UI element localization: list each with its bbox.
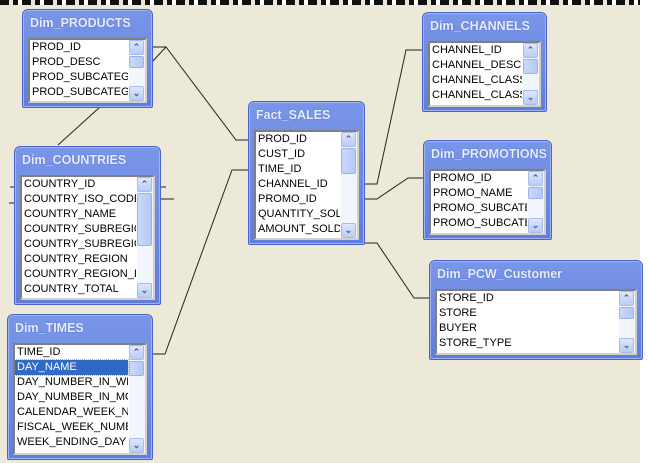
field-item[interactable]: CHANNEL_ID <box>432 44 502 56</box>
field-item[interactable]: PROD_ID <box>32 41 81 53</box>
relationship-line[interactable] <box>362 49 422 185</box>
field-list[interactable]: PROD_ID PROD_DESC PROD_SUBCATEGOR PROD_SUBC… <box>28 38 147 103</box>
relationship-line[interactable] <box>151 46 167 63</box>
field-item[interactable]: PROMO_SUBCATEG <box>433 217 527 229</box>
scroll-thumb[interactable] <box>129 361 144 377</box>
field-list[interactable]: PROD_ID CUST_ID TIME_ID CHANNEL_ID PROMO_ID Q… <box>254 130 359 240</box>
field-item[interactable]: COUNTRY_NAME <box>24 208 117 220</box>
field-item[interactable]: CALENDAR_WEEK_NUM <box>17 406 128 418</box>
field-item[interactable]: CHANNEL_CLASS <box>432 74 522 86</box>
field-item[interactable]: AMOUNT_SOLD <box>258 223 340 235</box>
field-item[interactable]: BUYER <box>439 322 477 334</box>
field-item[interactable]: WEEK_ENDING_DAY <box>17 436 127 448</box>
field-item[interactable]: PROMO_ID <box>258 193 317 205</box>
table-times[interactable]: Dim_TIMES TIME_IDDAY_NAMEDAY_NUMBER_IN_WE… <box>7 314 153 460</box>
field-item[interactable]: CHANNEL_DESC <box>432 59 522 71</box>
table-title[interactable]: Dim_TIMES <box>15 321 84 335</box>
field-item[interactable]: STORE <box>439 307 477 319</box>
field-item[interactable]: COUNTRY_SUBREGION <box>24 223 136 235</box>
scroll-thumb[interactable] <box>619 307 634 319</box>
table-title[interactable]: Dim_PRODUCTS <box>30 16 131 30</box>
table-products[interactable]: Dim_PRODUCTS PROD_ID PROD_DESC PROD_SUBCATE… <box>22 9 153 108</box>
field-item[interactable]: STORE_TYPE <box>439 337 512 349</box>
field-item[interactable]: QUANTITY_SOLD <box>258 208 340 220</box>
field-item[interactable]: CHANNEL_ID <box>258 178 328 190</box>
relationship-line[interactable] <box>152 46 248 141</box>
field-item[interactable]: CUST_ID <box>258 148 306 160</box>
table-title[interactable]: Dim_COUNTRIES <box>22 153 127 167</box>
scroll-down-icon[interactable]: ⌄ <box>528 218 543 233</box>
field-item[interactable]: STORE_ID <box>439 292 494 304</box>
field-item[interactable]: DAY_NAME <box>15 359 129 376</box>
table-title[interactable]: Dim_CHANNELS <box>430 19 531 33</box>
scroll-up-icon[interactable]: ⌃ <box>528 171 543 186</box>
field-item[interactable]: PROD_DESC <box>32 56 101 68</box>
field-list[interactable]: PROMO_ID PROMO_NAME PROMO_SUBCATEG PROMO_SU… <box>429 169 546 235</box>
scroll-thumb[interactable] <box>523 59 538 74</box>
field-item[interactable]: COUNTRY_REGION_ID <box>24 268 136 280</box>
field-item[interactable]: DAY_NUMBER_IN_WEE <box>17 376 128 388</box>
scroll-down-icon[interactable]: ⌄ <box>137 283 152 298</box>
scroll-up-icon[interactable]: ⌃ <box>137 177 152 192</box>
scroll-up-icon[interactable]: ⌃ <box>129 345 144 360</box>
scrollbar[interactable]: ⌃⌄ <box>619 291 635 353</box>
table-title[interactable]: Fact_SALES <box>256 108 331 122</box>
field-item[interactable]: TIME_ID <box>17 346 61 358</box>
field-item[interactable]: TIME_ID <box>258 163 302 175</box>
field-item[interactable]: COUNTRY_ID <box>24 178 96 190</box>
field-item[interactable]: DAY_NUMBER_IN_MON <box>17 391 128 403</box>
field-item[interactable]: COUNTRY_ISO_CODE <box>24 193 136 205</box>
table-fact[interactable]: Fact_SALES PROD_ID CUST_ID TIME_ID CHANNEL_I… <box>248 101 365 245</box>
field-list[interactable]: COUNTRY_ID COUNTRY_ISO_CODE COUNTRY_NAME CO… <box>20 175 155 300</box>
field-item[interactable]: CHANNEL_CLASS_I <box>432 89 522 101</box>
relationship-line[interactable] <box>57 106 101 146</box>
scroll-up-icon[interactable]: ⌃ <box>523 43 538 58</box>
scroll-down-icon[interactable]: ⌄ <box>129 438 144 453</box>
scrollbar[interactable]: ⌃⌄ <box>528 171 544 233</box>
relationship-line[interactable] <box>151 169 248 355</box>
scroll-thumb[interactable] <box>129 56 144 68</box>
field-item[interactable]: COUNTRY_REGION <box>24 253 128 265</box>
scrollbar[interactable]: ⌃⌄ <box>341 132 357 238</box>
canvas-edge <box>640 0 648 463</box>
relationship-line[interactable] <box>362 177 423 200</box>
field-item[interactable]: PROMO_ID <box>433 172 492 184</box>
scroll-thumb[interactable] <box>137 193 152 247</box>
field-item[interactable]: PROMO_SUBCATEG <box>433 202 527 214</box>
field-item[interactable]: COUNTRY_SUBREGION_ <box>24 238 136 250</box>
table-promotions[interactable]: Dim_PROMOTIONS PROMO_ID PROMO_NAME PROMO_SU… <box>423 140 552 240</box>
scrollbar[interactable]: ⌃⌄ <box>523 43 539 105</box>
field-item[interactable]: PROD_SUBCATEGOR <box>32 86 128 98</box>
field-item[interactable]: PROD_SUBCATEGOR <box>32 71 128 83</box>
field-item[interactable]: FISCAL_WEEK_NUMBER <box>17 421 128 433</box>
scroll-thumb[interactable] <box>341 148 356 174</box>
field-item[interactable]: COUNTRY_TOTAL <box>24 283 119 295</box>
table-title[interactable]: Dim_PROMOTIONS <box>431 147 547 161</box>
field-list[interactable]: CHANNEL_ID CHANNEL_DESC CHANNEL_CLASS CHANN… <box>428 41 541 107</box>
scroll-down-icon[interactable]: ⌄ <box>619 338 634 353</box>
scrollbar[interactable]: ⌃⌄ <box>129 40 145 101</box>
scroll-up-icon[interactable]: ⌃ <box>129 40 144 55</box>
scrollbar[interactable]: ⌃⌄ <box>137 177 153 298</box>
scroll-thumb[interactable] <box>528 187 543 199</box>
scrollbar[interactable]: ⌃⌄ <box>129 345 145 453</box>
scroll-down-icon[interactable]: ⌄ <box>129 86 144 101</box>
cropped-header-text <box>0 0 640 5</box>
table-title[interactable]: Dim_PCW_Customer <box>437 267 563 281</box>
scroll-down-icon[interactable]: ⌄ <box>523 90 538 105</box>
field-item[interactable]: PROMO_NAME <box>433 187 513 199</box>
field-item[interactable]: PROD_ID <box>258 133 307 145</box>
scroll-up-icon[interactable]: ⌃ <box>619 291 634 306</box>
scroll-down-icon[interactable]: ⌄ <box>341 223 356 238</box>
scroll-up-icon[interactable]: ⌃ <box>341 132 356 147</box>
relationship-line[interactable] <box>362 242 429 299</box>
